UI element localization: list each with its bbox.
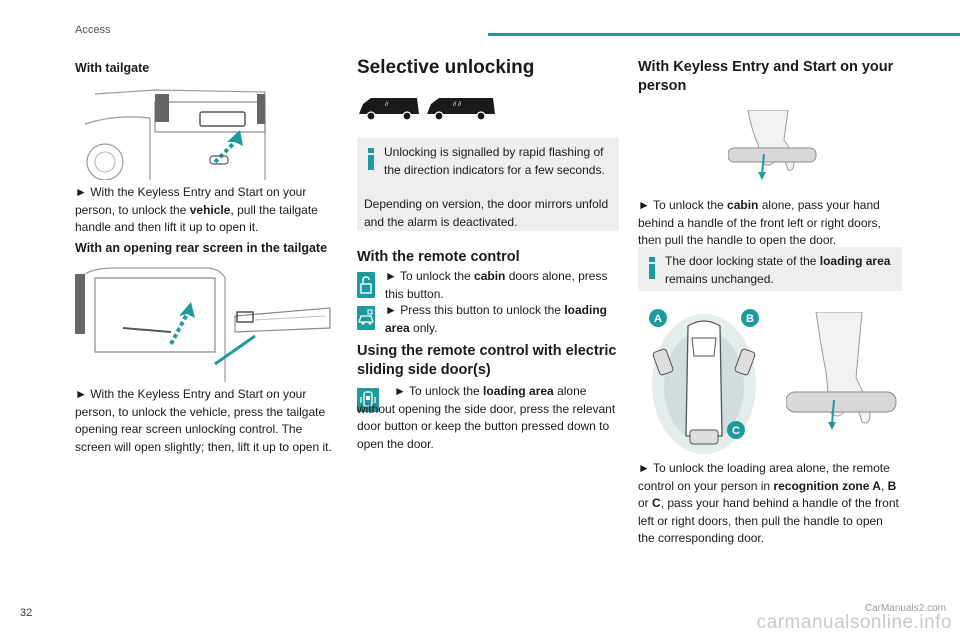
text-emphasis: recognition zone A xyxy=(773,478,881,493)
paragraph-sliding-door: ► To unlock the loading area alone witho… xyxy=(357,383,619,453)
info-icon xyxy=(368,148,374,170)
watermark-small: CarManuals2.com xyxy=(864,603,946,614)
zone-b-label: B xyxy=(746,313,754,325)
text-run: doors alone, press this button. xyxy=(385,269,608,301)
recognition-zones-diagram: A B C xyxy=(649,309,759,454)
van-silhouettes-icon: // // // xyxy=(359,98,495,121)
text-run: only. xyxy=(409,320,438,335)
text-run: alone, pass your hand behind a handle of… xyxy=(638,198,881,247)
page-number: 32 xyxy=(20,607,33,619)
info-note-loading-area: The door locking state of the loading ar… xyxy=(638,247,902,291)
text-run: ► To unlock the xyxy=(385,269,475,283)
text-emphasis: B xyxy=(887,478,897,493)
text-run: ► With the Keyless Entry and Start on yo… xyxy=(75,185,307,217)
heading-remote-control: With the remote control xyxy=(357,249,520,265)
cabin-unlock-button-icon xyxy=(357,272,375,298)
watermark: carmanualsonline.info xyxy=(756,612,952,633)
info-note: Unlocking is signalled by rapid flashing… xyxy=(357,138,619,231)
text-emphasis: cabin xyxy=(727,198,759,212)
text-emphasis: loading area xyxy=(483,384,554,398)
paragraph-loading-area-unlock: ► Press this button to unlock the loadin… xyxy=(385,302,617,337)
note-text-flashing: Unlocking is signalled by rapid flashing… xyxy=(384,145,605,177)
text-run: ► To unlock the loading area alone, the … xyxy=(638,461,890,493)
paragraph-cabin-unlock: ► To unlock the cabin doors alone, press… xyxy=(385,268,617,303)
text-run: alone without opening the side door, pre… xyxy=(357,384,616,451)
svg-text:// //: // // xyxy=(453,102,462,108)
svg-text://: // xyxy=(385,102,389,108)
paragraph-cabin-keyless: ► To unlock the cabin alone, pass your h… xyxy=(638,197,902,250)
text-emphasis: loading area xyxy=(819,254,891,268)
rear-screen-illustration xyxy=(75,264,337,382)
text-run: ► To unlock the xyxy=(638,198,728,212)
text-emphasis: vehicle xyxy=(189,202,231,217)
note-text-locking-state: The door locking state of the loading ar… xyxy=(665,253,895,288)
text-emphasis: C xyxy=(652,496,661,510)
note-text-mirrors: Depending on version, the door mirrors u… xyxy=(364,197,609,229)
text-emphasis: loading area xyxy=(385,303,607,335)
paragraph-loading-area-keyless: ► To unlock the loading area alone, the … xyxy=(638,460,902,548)
sliding-door-button-icon xyxy=(357,388,379,412)
title-selective-unlocking: Selective unlocking xyxy=(357,57,535,78)
heading-with-tailgate: With tailgate xyxy=(75,61,150,75)
text-run: ► Press this button to unlock the xyxy=(385,303,565,317)
text-run: ► To unlock the xyxy=(394,384,484,398)
hand-on-handle-illustration xyxy=(728,110,817,180)
paragraph-tailgate: ► With the Keyless Entry and Start on yo… xyxy=(75,184,335,237)
title-keyless-entry: With Keyless Entry and Start on your per… xyxy=(638,59,894,94)
heading-opening-rear-screen: With an opening rear screen in the tailg… xyxy=(75,241,328,255)
tailgate-illustration xyxy=(75,84,275,180)
text-run: , pull the tailgate handle and then lift… xyxy=(75,202,318,235)
text-run: The door locking state of the xyxy=(665,254,820,268)
zone-a-label: A xyxy=(654,313,662,325)
running-header: Access xyxy=(75,24,111,36)
loading-area-unlock-button-icon xyxy=(357,306,375,330)
paragraph-rear-screen: ► With the Keyless Entry and Start on yo… xyxy=(75,387,332,454)
header-accent-bar xyxy=(488,33,960,36)
heading-electric-sliding-doors: Using the remote control with electric s… xyxy=(357,343,617,378)
info-icon xyxy=(649,257,655,279)
text-run: remains unchanged. xyxy=(665,271,774,286)
text-run: , xyxy=(880,478,888,493)
zone-c-label: C xyxy=(732,425,740,437)
text-run: , pass your hand behind a handle of the … xyxy=(638,496,899,545)
hand-pulling-handle-illustration xyxy=(786,312,897,430)
text-run: or xyxy=(638,496,653,510)
text-emphasis: cabin xyxy=(474,269,506,283)
